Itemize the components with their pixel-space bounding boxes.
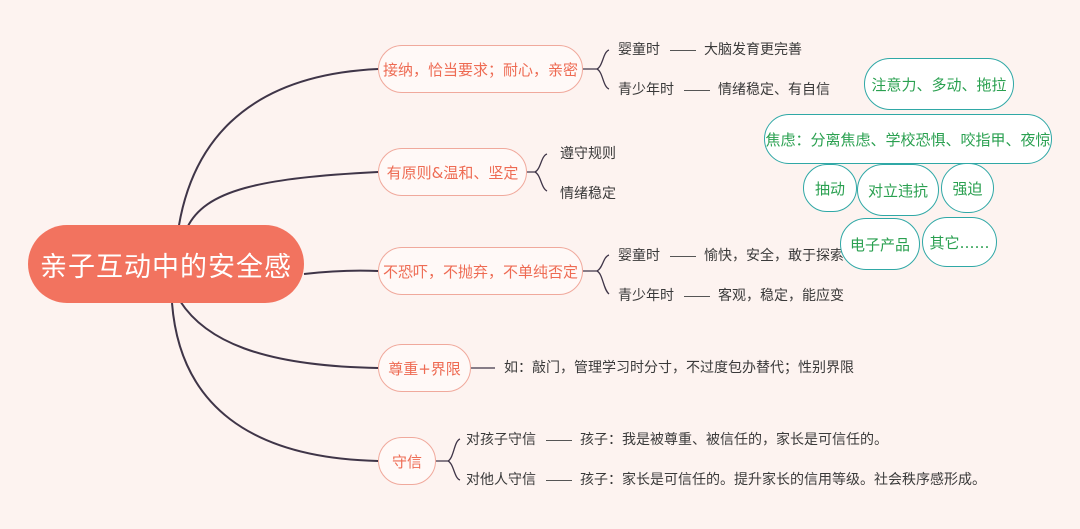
leaf-connector [546,479,572,481]
branch-keep-promises[interactable]: 守信 [378,437,436,485]
note-compulsion[interactable]: 强迫 [941,163,994,213]
leaf-follow-rules: 遵守规则 [560,146,616,162]
leaf-detail: 孩子：我是被尊重、被信任的，家长是可信任的。 [580,432,888,448]
leaf-label: 婴童时 [618,42,660,58]
note-oppositional[interactable]: 对立违抗 [857,164,939,216]
note-electronics[interactable]: 电子产品 [840,218,920,270]
leaf-label: 青少年时 [618,288,674,304]
leaf-trust-others: 对他人守信 孩子：家长是可信任的。提升家长的信用等级。社会秩序感形成。 [466,471,986,489]
leaf-infancy-2: 婴童时 愉快，安全，敢于探索 [618,247,844,265]
leaf-adolescence-1: 青少年时 情绪稳定、有自信 [618,81,830,99]
leaf-label: 对他人守信 [466,472,536,488]
note-attention[interactable]: 注意力、多动、拖拉 [864,58,1014,110]
leaf-detail: 大脑发育更完善 [704,42,802,58]
root-topic[interactable]: 亲子互动中的安全感 [28,225,304,303]
leaf-label: 青少年时 [618,82,674,98]
note-anxiety[interactable]: 焦虑：分离焦虑、学校恐惧、咬指甲、夜惊 [764,114,1052,164]
leaf-connector [684,89,710,91]
leaf-respect-example: 如：敲门，管理学习时分寸，不过度包办替代；性别界限 [504,360,854,376]
leaf-trust-child: 对孩子守信 孩子：我是被尊重、被信任的，家长是可信任的。 [466,431,888,449]
leaf-connector [670,49,696,51]
leaf-label: 婴童时 [618,248,660,264]
branch-respect-boundaries[interactable]: 尊重+界限 [378,344,471,392]
leaf-detail: 客观，稳定，能应变 [718,288,844,304]
note-tics[interactable]: 抽动 [803,164,857,212]
branch-principles[interactable]: 有原则&温和、坚定 [378,148,527,196]
leaf-connector [670,255,696,257]
leaf-infancy-1: 婴童时 大脑发育更完善 [618,41,802,59]
leaf-adolescence-2: 青少年时 客观，稳定，能应变 [618,287,844,305]
leaf-detail: 孩子：家长是可信任的。提升家长的信用等级。社会秩序感形成。 [580,472,986,488]
leaf-connector [684,295,710,297]
leaf-label: 对孩子守信 [466,432,536,448]
leaf-emotional-stability: 情绪稳定 [560,186,616,202]
leaf-connector [546,439,572,441]
leaf-detail: 情绪稳定、有自信 [718,82,830,98]
branch-acceptance[interactable]: 接纳，恰当要求；耐心，亲密 [378,45,583,93]
note-others[interactable]: 其它…… [922,217,997,267]
leaf-detail: 愉快，安全，敢于探索 [704,248,844,264]
branch-no-threats[interactable]: 不恐吓，不抛弃，不单纯否定 [378,247,583,295]
